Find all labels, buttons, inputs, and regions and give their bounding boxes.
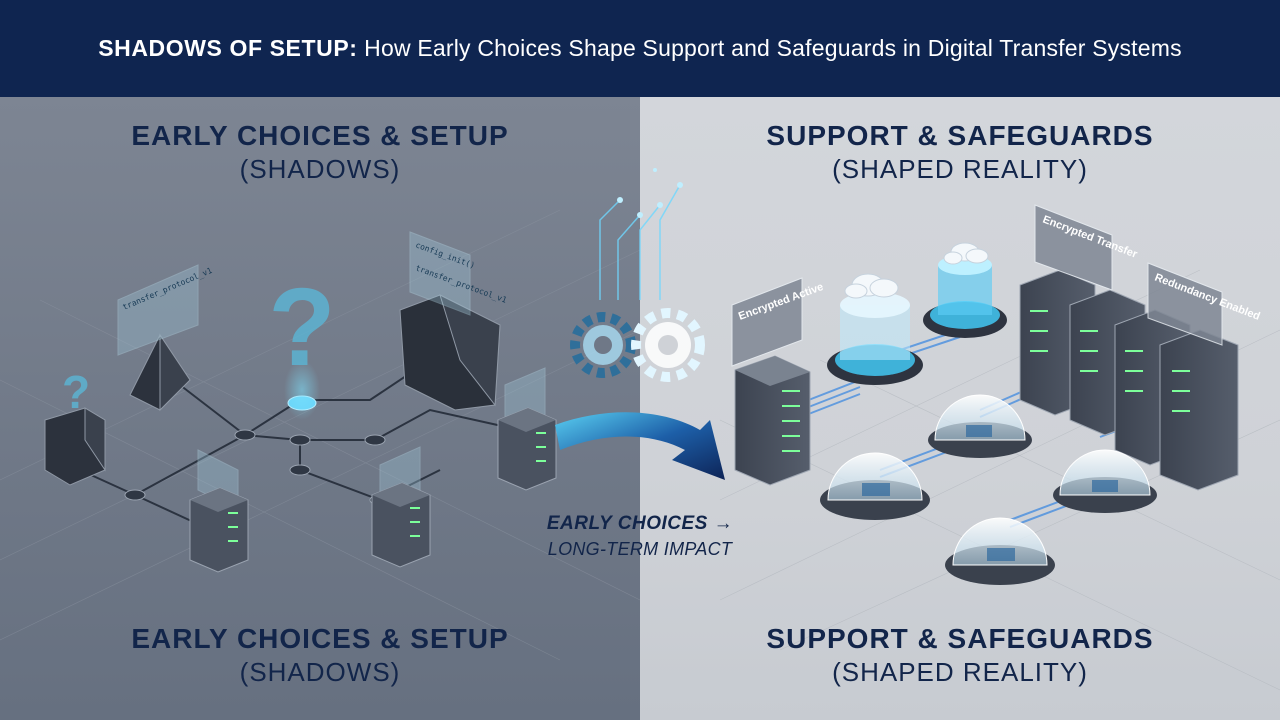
banner-title-rest: How Early Choices Shape Support and Safe… (364, 35, 1182, 61)
dome-4 (945, 517, 1055, 585)
left-bottom-subtitle: (SHADOWS) (239, 657, 401, 687)
left-shape-cube (44, 407, 106, 486)
left-top-title: EARLY CHOICES & SETUP (131, 120, 509, 151)
cloud-cylinder-2 (923, 242, 1007, 338)
right-server-rack-left (734, 355, 811, 486)
center-light-streaks (599, 184, 681, 300)
dome-3 (1053, 449, 1157, 513)
left-bottom-heading: EARLY CHOICES & SETUP (SHADOWS) (20, 623, 620, 688)
dome-2 (820, 452, 930, 520)
illustration: ? ? transfer_protocol_v1 config_init() t… (0, 168, 1280, 691)
left-network-nodes (124, 429, 391, 506)
dome-1 (928, 394, 1032, 458)
left-screen-1: transfer_protocol_v1 (117, 264, 214, 356)
left-server-rack-2 (371, 482, 431, 568)
left-panel (0, 97, 640, 720)
left-top-heading: EARLY CHOICES & SETUP (SHADOWS) (20, 120, 620, 185)
right-top-subtitle: (SHAPED REALITY) (832, 154, 1088, 184)
center-caption: EARLY CHOICES → LONG-TERM IMPACT (520, 513, 760, 560)
right-top-heading: SUPPORT & SAFEGUARDS (SHAPED REALITY) (660, 120, 1260, 185)
transition-arrow (555, 412, 725, 480)
center-caption-line1: EARLY CHOICES → (546, 513, 734, 534)
left-server-rack-1 (189, 487, 249, 573)
cloud-icon (844, 273, 899, 299)
right-server-rack-row (1019, 269, 1239, 491)
cloud-icon-secondary (943, 242, 989, 265)
right-top-title: SUPPORT & SAFEGUARDS (766, 120, 1154, 151)
right-bottom-heading: SUPPORT & SAFEGUARDS (SHAPED REALITY) (660, 623, 1260, 688)
right-bottom-title: SUPPORT & SAFEGUARDS (766, 623, 1154, 654)
question-mark-large-icon: ? (268, 266, 335, 389)
left-top-subtitle: (SHADOWS) (239, 154, 401, 184)
title-banner: SHADOWS OF SETUP: How Early Choices Shap… (0, 0, 1280, 97)
left-server-rack-3 (497, 407, 557, 491)
center-light-dots (617, 168, 683, 218)
center-caption-line2: LONG-TERM IMPACT (547, 539, 733, 559)
cloud-cylinder-1 (827, 273, 923, 385)
left-bottom-title: EARLY CHOICES & SETUP (131, 623, 509, 654)
tag-encrypted-active: Encrypted Active (731, 277, 825, 367)
banner-title-bold: SHADOWS OF SETUP: (98, 35, 358, 61)
gear-icon (570, 312, 636, 378)
banner-title: SHADOWS OF SETUP: How Early Choices Shap… (98, 35, 1182, 62)
right-bottom-subtitle: (SHAPED REALITY) (832, 657, 1088, 687)
left-shape-block (399, 294, 501, 411)
left-shape-pyramid (129, 333, 191, 412)
gear-icon-secondary (631, 308, 705, 382)
